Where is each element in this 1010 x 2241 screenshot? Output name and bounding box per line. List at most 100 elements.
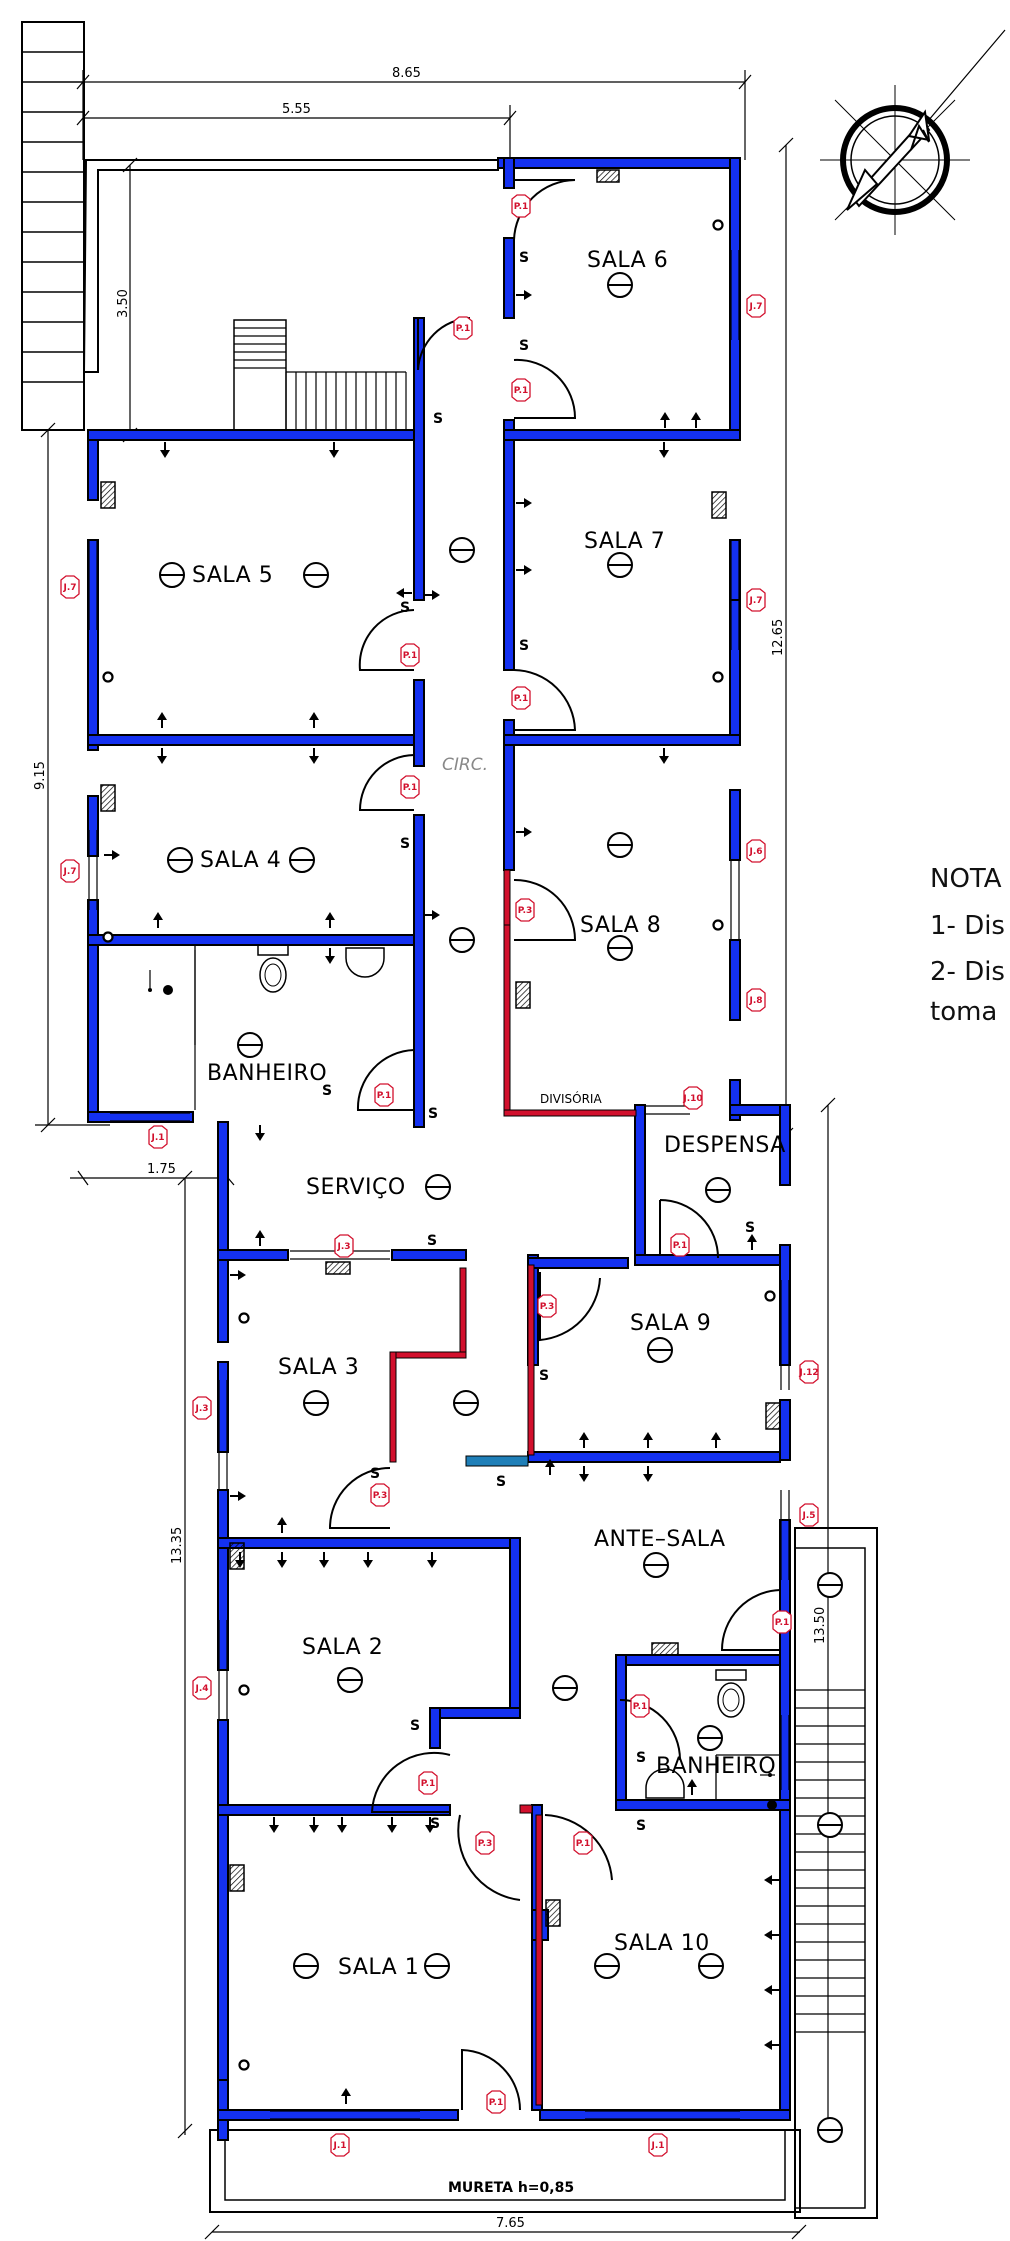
window-tag: J.10 <box>682 1094 702 1104</box>
dim-bottom: 7.65 <box>496 2216 525 2231</box>
door-tag: P.3 <box>478 1839 493 1849</box>
window-tag: J.1 <box>650 2141 664 2151</box>
toilet-icon <box>715 1669 747 1718</box>
divisoria-label: DIVISÓRIA <box>540 1091 602 1106</box>
light-fixture-icon <box>647 1337 673 1363</box>
light-fixture-icon <box>607 272 633 298</box>
dim-left-upper: 9.15 <box>33 761 48 790</box>
switch-icon: S <box>322 1083 332 1099</box>
window-tag: J.6 <box>748 847 762 857</box>
light-fixture-icon <box>159 562 185 588</box>
window-tag: J.7 <box>62 583 76 593</box>
light-fixture-icon <box>337 1667 363 1693</box>
sink-icon <box>345 947 385 978</box>
north-compass-icon <box>820 29 1006 235</box>
room-label-sala3: SALA 3 <box>278 1355 359 1380</box>
switches: S S S S S S S S S S S S S S S S S <box>322 250 755 1834</box>
window-tag: J.7 <box>748 302 762 312</box>
door-tag: P.3 <box>373 1491 388 1501</box>
door-tag: P.1 <box>576 1839 591 1849</box>
switch-icon: S <box>519 638 529 654</box>
window-tag: J.5 <box>801 1511 815 1521</box>
room-label-sala6: SALA 6 <box>587 248 668 273</box>
notes: NOTA 1- Dis 2- Dis toma <box>930 864 1005 1027</box>
door-window-tags: P.1 P.1 P.1 J.7 J.7 P.1 J.7 P.1 P.1 J.7 … <box>60 194 819 2157</box>
light-fixture-icon <box>289 847 315 873</box>
dim-top-total: 8.65 <box>392 66 421 81</box>
light-fixture-icon <box>594 1953 620 1979</box>
door-tag: P.1 <box>403 783 418 793</box>
window-tag: J.3 <box>336 1242 350 1252</box>
light-fixture-icon <box>552 1675 578 1701</box>
room-label-despensa: DESPENSA <box>664 1133 786 1158</box>
light-fixture-icon <box>817 1572 843 1598</box>
switch-icon: S <box>410 1718 420 1734</box>
room-label-circ: CIRC. <box>442 755 488 775</box>
switch-icon: S <box>433 411 443 427</box>
switch-icon: S <box>745 1220 755 1236</box>
bathroom-fixtures <box>148 944 780 1810</box>
window-tag: J.4 <box>194 1684 208 1694</box>
door-tag: P.1 <box>456 324 471 334</box>
room-label-sala4: SALA 4 <box>200 848 281 873</box>
room-label-sala8: SALA 8 <box>580 913 661 938</box>
mureta-label: MURETA h=0,85 <box>448 2180 574 2196</box>
room-label-banheiro-top: BANHEIRO <box>207 1061 327 1086</box>
sink-icon <box>645 1768 685 1799</box>
room-label-sala2: SALA 2 <box>302 1635 383 1660</box>
switch-icon: S <box>519 250 529 266</box>
notes-line-2: 2- Dis <box>930 957 1005 987</box>
light-fixture-icon <box>303 562 329 588</box>
window-tag: J.7 <box>62 867 76 877</box>
light-fixture-icon <box>449 927 475 953</box>
light-fixture-icon <box>453 1390 479 1416</box>
light-fixture-icon <box>817 2117 843 2143</box>
light-fixture-icon <box>293 1953 319 1979</box>
shower-icon <box>715 1754 780 1810</box>
room-label-banheiro-bottom: BANHEIRO <box>656 1754 776 1779</box>
window-tag: J.12 <box>798 1368 818 1378</box>
switch-icon: S <box>430 1816 440 1832</box>
dim-right-lower: 13.50 <box>813 1607 828 1644</box>
light-fixture-icon <box>167 847 193 873</box>
switch-icon: S <box>428 1106 438 1122</box>
light-fixture-icon <box>607 935 633 961</box>
door-tag: P.1 <box>633 1702 648 1712</box>
room-labels: SALA 6 SALA 5 SALA 7 SALA 4 CIRC. SALA 8… <box>192 248 786 2196</box>
door-tag: P.1 <box>673 1241 688 1251</box>
switch-icon: S <box>636 1750 646 1766</box>
light-fixture-icon <box>424 1953 450 1979</box>
door-tag: P.1 <box>514 694 529 704</box>
light-fixture-icon <box>607 832 633 858</box>
shower-icon <box>148 945 196 1045</box>
notes-line-3: toma <box>930 997 997 1027</box>
light-fixture-icon <box>817 1812 843 1838</box>
door-tag: P.1 <box>514 202 529 212</box>
room-label-sala5: SALA 5 <box>192 563 273 588</box>
hatched-panels <box>100 169 781 1927</box>
light-fixture-icon <box>607 552 633 578</box>
light-fixture-icon <box>705 1177 731 1203</box>
door-tag: P.1 <box>377 1091 392 1101</box>
room-label-sala7: SALA 7 <box>584 529 665 554</box>
switch-icon: S <box>636 1818 646 1834</box>
door-tag: P.3 <box>518 906 533 916</box>
toilet-icon <box>257 944 289 993</box>
room-label-sala10: SALA 10 <box>614 1931 710 1956</box>
divisoria-partitions <box>389 869 637 2106</box>
light-fixture-icon <box>643 1552 669 1578</box>
light-fixture-icon <box>698 1953 724 1979</box>
bottom-right-stairs <box>209 1527 878 2219</box>
switch-icon: S <box>370 1466 380 1482</box>
window-tag: J.7 <box>748 596 762 606</box>
room-label-ante-sala: ANTE–SALA <box>594 1527 726 1552</box>
window-tag: J.3 <box>194 1404 208 1414</box>
room-label-sala1: SALA 1 <box>338 1955 419 1980</box>
notes-title: NOTA <box>930 864 1002 894</box>
window-tag: J.1 <box>332 2141 346 2151</box>
dimension-labels: 8.65 5.55 3.50 12.65 9.15 1.75 13.35 13.… <box>33 66 828 2231</box>
window-tag: J.8 <box>748 996 762 1006</box>
room-label-servico: SERVIÇO <box>306 1175 406 1200</box>
light-fixture-icon <box>425 1174 451 1200</box>
